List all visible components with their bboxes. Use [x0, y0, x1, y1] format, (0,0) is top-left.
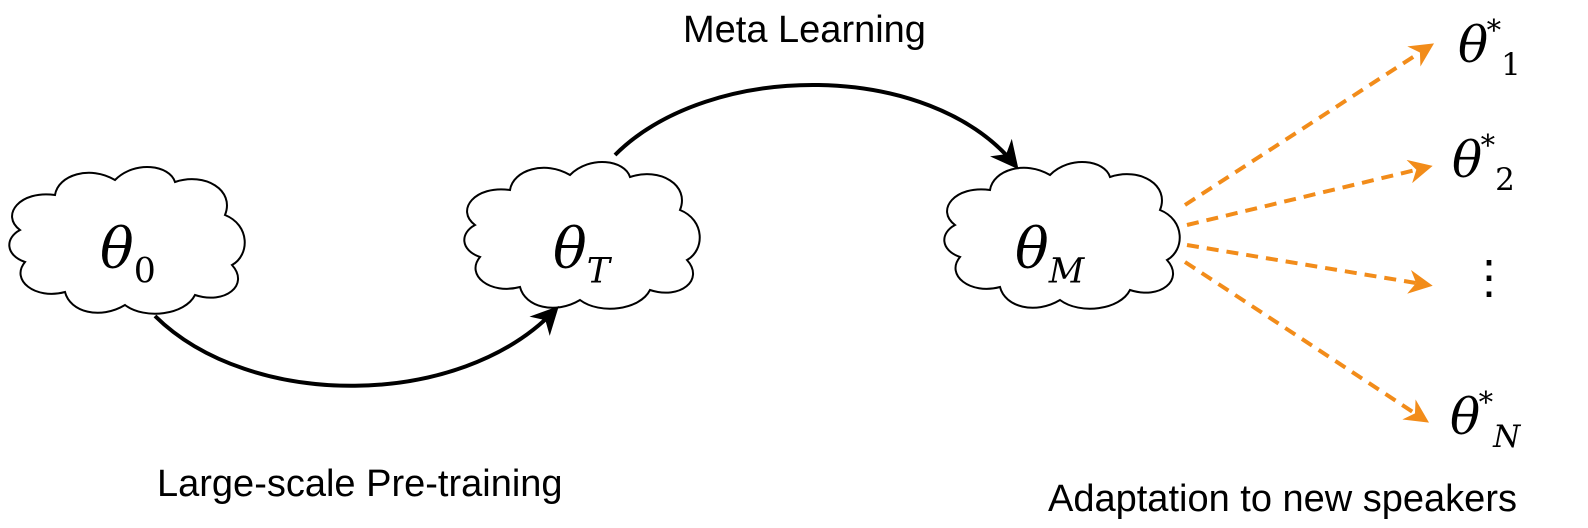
pretraining-arrow — [153, 305, 559, 388]
output-theta2: θ*2 — [1452, 128, 1515, 199]
adaptation-arrow-3 — [1186, 243, 1433, 294]
cloud-thetaM — [943, 161, 1181, 310]
node-label-theta0: θ0 — [100, 217, 156, 292]
cloud-theta0 — [8, 166, 246, 315]
output-thetaN: θ*N — [1450, 385, 1521, 456]
adaptation-arrow-4 — [1183, 260, 1430, 423]
adaptation-arrow-2 — [1186, 159, 1433, 227]
pretraining-label: Large-scale Pre-training — [157, 463, 563, 505]
adaptation-label: Adaptation to new speakers — [1048, 478, 1517, 520]
output-theta1: θ*1 — [1458, 13, 1521, 84]
meta-learning-arrow — [613, 82, 1019, 170]
adaptation-arrow-1 — [1183, 43, 1435, 207]
output-ellipsis: ⋮ — [1466, 250, 1512, 304]
node-label-thetaT: θT — [553, 217, 610, 292]
meta-learning-label: Meta Learning — [683, 9, 926, 51]
cloud-thetaT — [463, 161, 701, 310]
node-label-thetaM: θM — [1015, 217, 1085, 292]
